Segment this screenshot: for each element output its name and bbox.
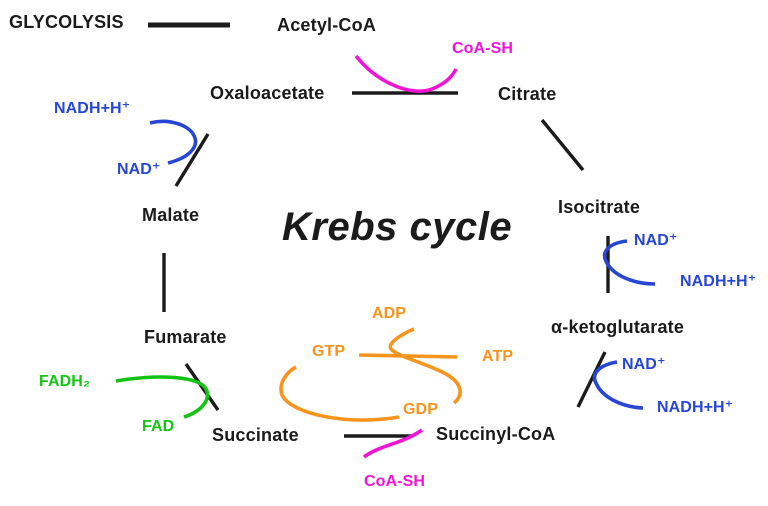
acetyl-coa-label: Acetyl-CoA bbox=[277, 15, 377, 35]
curve-coa-sh-release-succinate bbox=[362, 428, 424, 459]
curve-adp-to-gdp bbox=[388, 327, 462, 405]
curve-gdp-to-gtp bbox=[279, 365, 400, 422]
nadh-malate-label: NADH+H⁺ bbox=[54, 100, 131, 117]
malate-label: Malate bbox=[142, 205, 200, 225]
arrow-malate-to-oxaloacetate bbox=[174, 133, 210, 187]
nad-plus-isocitrate-label: NAD⁺ bbox=[634, 232, 678, 249]
succinyl-coa-label: Succinyl-CoA bbox=[436, 424, 556, 444]
glycolysis-label: GLYCOLYSIS bbox=[9, 12, 124, 32]
curve-nad-nadh-malate bbox=[149, 119, 198, 165]
fadh2-label: FADH₂ bbox=[39, 373, 91, 390]
succinate-label: Succinate bbox=[212, 425, 299, 445]
adp-label: ADP bbox=[372, 305, 407, 322]
coa-sh-citrate-label: CoA-SH bbox=[452, 40, 514, 57]
diagram-title: Krebs cycle bbox=[282, 205, 513, 249]
atp-label: ATP bbox=[482, 348, 514, 365]
curve-fad-fadh2 bbox=[115, 375, 210, 419]
fumarate-label: Fumarate bbox=[144, 327, 227, 347]
arrow-succinate-to-fumarate bbox=[184, 363, 220, 411]
arrow-ketoglutarate-to-succinyl-coa bbox=[576, 351, 607, 408]
curve-nad-nadh-isocitrate bbox=[602, 239, 656, 286]
fad-label: FAD bbox=[142, 418, 175, 435]
oxaloacetate-label: Oxaloacetate bbox=[210, 83, 325, 103]
arrow-citrate-to-isocitrate bbox=[540, 118, 585, 172]
nadh-ketoglutarate-label: NADH+H⁺ bbox=[657, 399, 734, 416]
curve-nad-nadh-ketoglutarate bbox=[592, 360, 644, 410]
gdp-label: GDP bbox=[403, 401, 438, 418]
coa-sh-succinate-label: CoA-SH bbox=[364, 473, 426, 490]
arrow-gtp-to-atp bbox=[358, 353, 458, 359]
nadh-isocitrate-label: NADH+H⁺ bbox=[680, 273, 757, 290]
curve-coa-sh-release-citrate bbox=[354, 54, 458, 93]
nad-plus-malate-label: NAD⁺ bbox=[117, 161, 161, 178]
isocitrate-label: Isocitrate bbox=[558, 197, 641, 217]
nad-plus-ketoglutarate-label: NAD⁺ bbox=[622, 356, 666, 373]
citrate-label: Citrate bbox=[498, 84, 557, 104]
gtp-label: GTP bbox=[312, 343, 346, 360]
ketoglutarate-label: α-ketoglutarate bbox=[551, 317, 685, 337]
